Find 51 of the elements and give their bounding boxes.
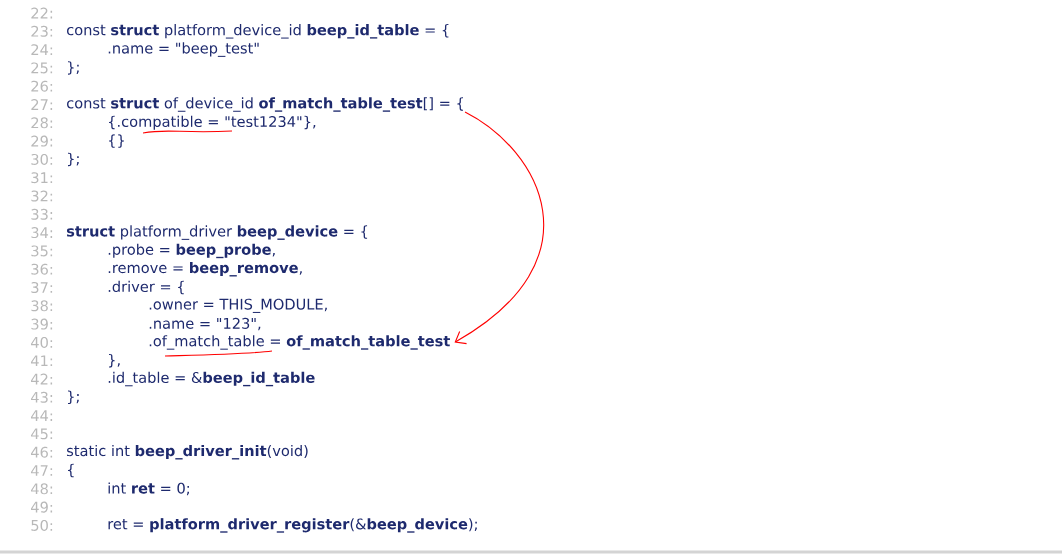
line-number: 34: (31, 227, 53, 239)
code-line: { (68, 463, 74, 478)
code-line: ret = platform_driver_register(&beep_device); (108, 518, 477, 533)
line-number: 33: (31, 208, 53, 220)
line-number: 31: (31, 172, 53, 184)
code-line: .remove = beep_remove, (108, 261, 302, 277)
line-number: 25: (31, 62, 53, 74)
code-line: }, (109, 353, 120, 368)
code-line: {.compatible = "test1234"}, (109, 115, 316, 130)
line-number: 22: (31, 7, 53, 19)
code-line: const struct of_device_id of_match_table_test[] = { (67, 97, 463, 112)
code-line: .name = "beep_test" (108, 42, 259, 57)
line-number: 46: (31, 446, 53, 458)
line-number: 48: (31, 483, 53, 495)
code-line: }; (68, 390, 79, 405)
line-number: 26: (31, 80, 53, 92)
code-line: .id_table = &beep_id_table (108, 371, 315, 387)
line-number: 29: (31, 135, 53, 147)
code-line: .driver = { (108, 280, 184, 295)
line-number: 23: (31, 25, 53, 37)
line-number: 37: (31, 282, 53, 293)
code-line: .owner = THIS_MODULE, (149, 298, 327, 313)
code-line: .name = "123", (149, 317, 261, 331)
code-line: }; (68, 61, 79, 75)
line-number: 38: (31, 300, 53, 312)
line-number: 45: (31, 428, 53, 440)
line-number: 50: (31, 519, 53, 531)
line-number: 32: (31, 190, 53, 202)
code-line: .probe = beep_probe, (108, 243, 275, 259)
line-number: 27: (31, 99, 53, 110)
code-line: {} (109, 134, 124, 148)
line-number: 35: (31, 245, 53, 257)
line-number: 40: (31, 336, 53, 348)
code-line: struct platform_driver beep_device = { (66, 225, 368, 240)
line-number: 44: (31, 410, 53, 421)
line-number: 42: (31, 373, 53, 385)
line-number: 30: (31, 153, 53, 165)
line-number: 24: (31, 44, 53, 55)
line-number: 49: (31, 501, 53, 513)
line-number: 43: (31, 391, 53, 403)
arrow (454, 111, 544, 345)
line-number: 39: (31, 318, 53, 330)
line-number: 41: (31, 355, 53, 367)
code-line: static int beep_driver_init(void) (67, 444, 308, 460)
code-line: const struct platform_device_id beep_id_table = { (67, 24, 449, 39)
code-line: int ret = 0; (108, 482, 189, 496)
code-line: }; (68, 152, 79, 167)
line-number: 36: (31, 263, 53, 275)
line-number: 47: (31, 465, 53, 476)
line-number: 28: (31, 117, 53, 129)
code-line: .of_match_table = of_match_table_test (149, 335, 450, 350)
